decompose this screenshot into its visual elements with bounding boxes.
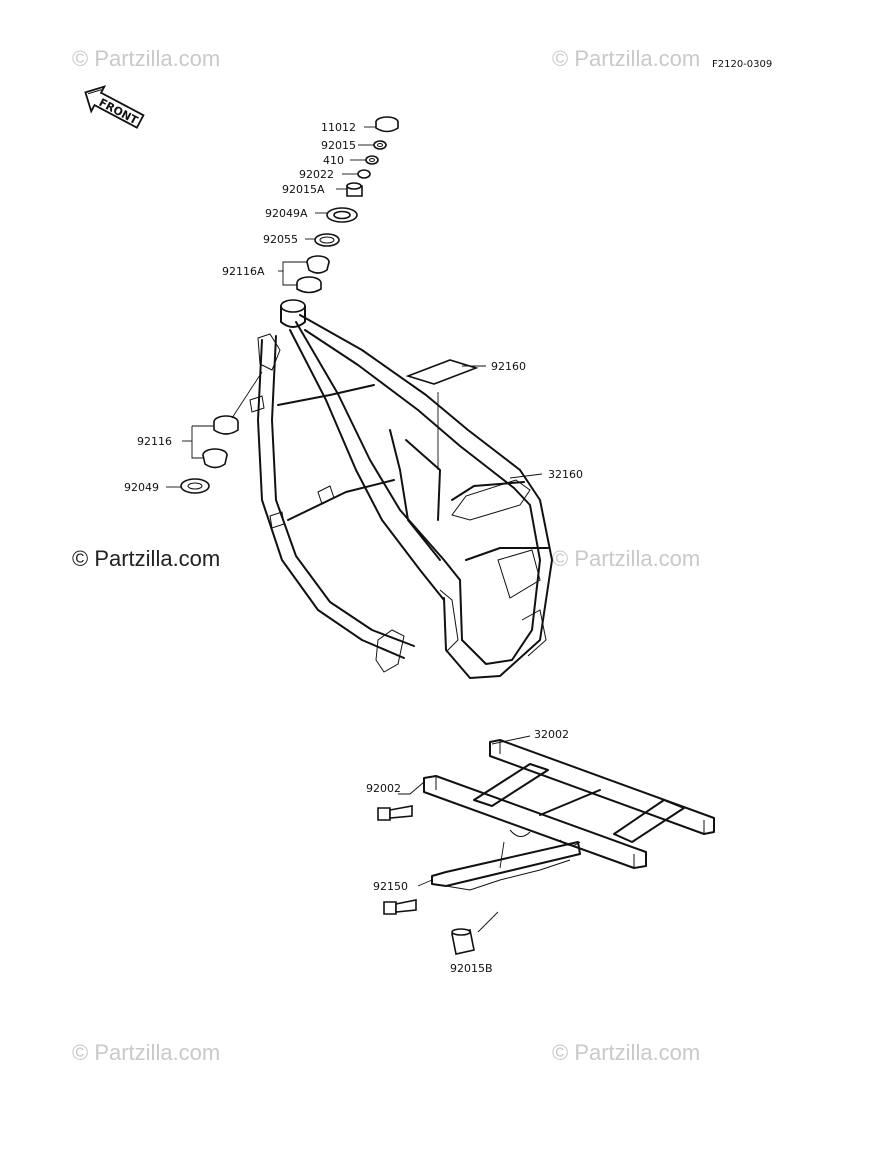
front-arrow-icon: FRONT (84, 85, 145, 129)
label-92160: 92160 (491, 360, 526, 373)
nut-92015B (451, 928, 475, 955)
label-92015A: 92015A (282, 183, 325, 196)
washer-92022 (357, 169, 371, 179)
label-92022: 92022 (299, 168, 334, 181)
label-410: 410 (323, 154, 344, 167)
ring-92055 (314, 233, 340, 247)
label-92116: 92116 (137, 435, 172, 448)
watermark: © Partzilla.com (72, 1040, 220, 1065)
nut-92015 (373, 140, 387, 150)
front-label: FRONT (97, 96, 141, 127)
label-11012: 11012 (321, 121, 356, 134)
label-92049A: 92049A (265, 207, 308, 220)
cap-11012 (375, 116, 399, 133)
label-92116A: 92116A (222, 265, 265, 278)
bolt-92150 (383, 899, 417, 915)
label-92002: 92002 (366, 782, 401, 795)
bolt-92002 (377, 805, 413, 821)
label-92015: 92015 (321, 139, 356, 152)
subframe-32002 (423, 739, 715, 891)
label-92055: 92055 (263, 233, 298, 246)
label-32160: 32160 (548, 468, 583, 481)
diagram-code: F2120-0309 (712, 59, 772, 70)
watermark: © Partzilla.com (72, 46, 220, 71)
main-frame (249, 299, 553, 679)
label-92150: 92150 (373, 880, 408, 893)
seal-92049A (326, 207, 358, 223)
seal-92049 (180, 478, 210, 494)
label-32002: 32002 (534, 728, 569, 741)
watermark: © Partzilla.com (552, 46, 700, 71)
label-92049: 92049 (124, 481, 159, 494)
watermark: © Partzilla.com (72, 546, 220, 571)
bearing-92116 (202, 415, 239, 469)
bearing-92116A (296, 255, 330, 294)
label-92015B: 92015B (450, 962, 493, 975)
washer-410 (365, 155, 379, 165)
watermark: © Partzilla.com (552, 546, 700, 571)
watermark: © Partzilla.com (552, 1040, 700, 1065)
nut-92015A (346, 182, 363, 197)
pad-92160 (405, 359, 479, 385)
